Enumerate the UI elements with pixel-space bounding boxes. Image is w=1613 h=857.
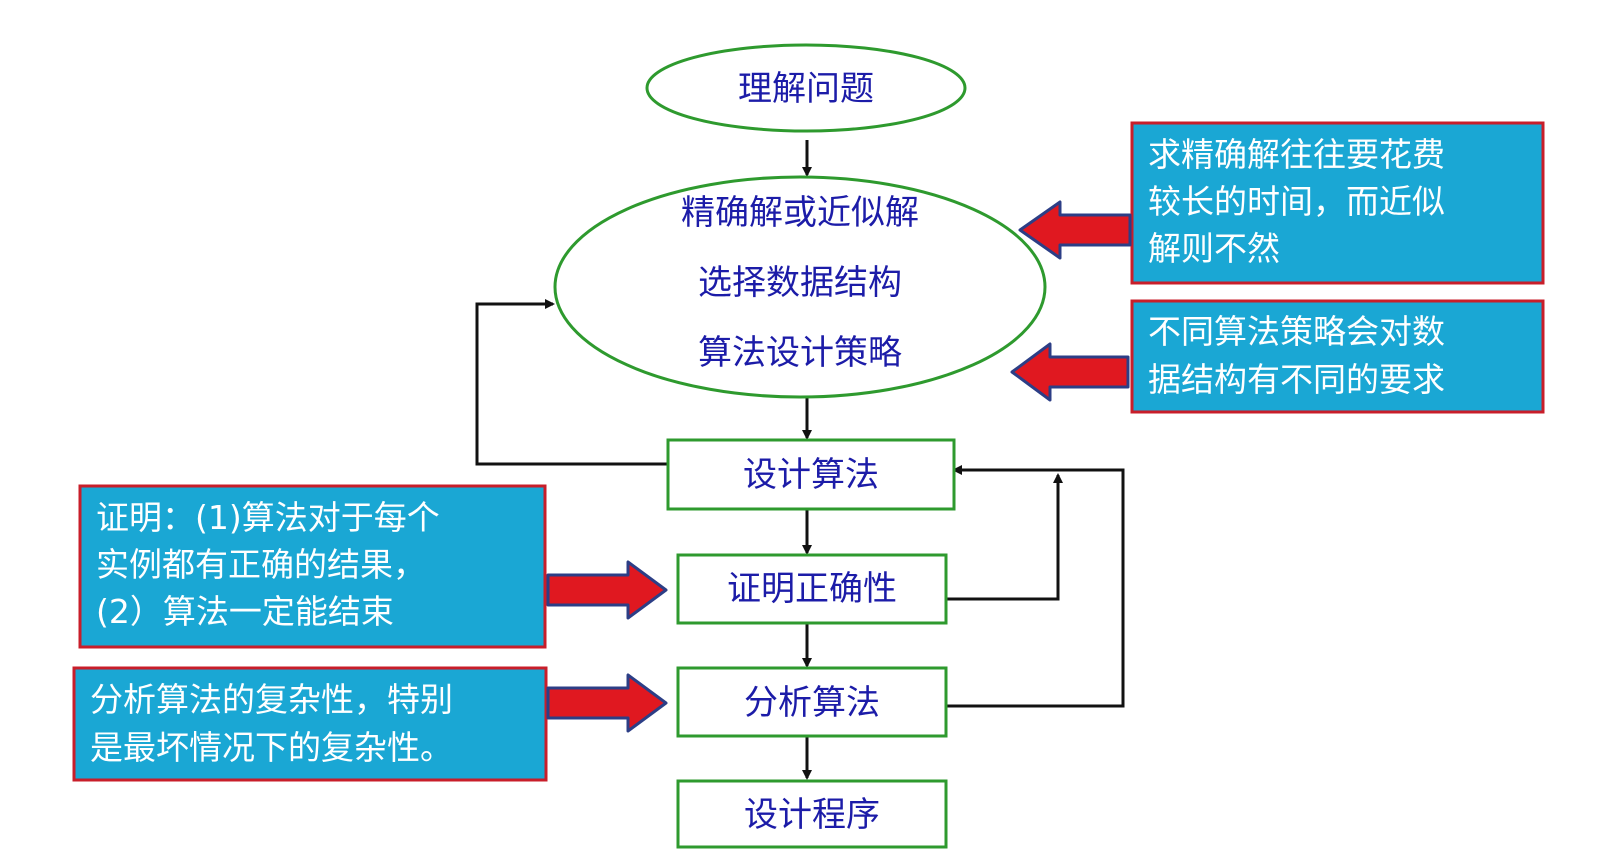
node-understand: 理解问题 [645,43,967,133]
node-design-shape [666,438,956,511]
node-understand-shape [645,43,967,133]
node-analyze: 分析算法 [676,666,948,738]
node-program: 设计程序 [676,779,948,849]
red-arrow-left-icon [1018,200,1132,260]
node-decide: 精确解或近似解 选择数据结构 算法设计策略 [553,175,1047,399]
note-strategy: 不同算法策略会对数 据结构有不同的要求 [1130,299,1545,414]
note-exact-box [1130,121,1545,285]
note-strategy-box [1130,299,1545,414]
connectors [475,140,1125,780]
node-design: 设计算法 [666,438,956,511]
node-decide-shape [553,175,1047,399]
node-understand-label: 理解问题 [738,69,874,109]
note-complexity: 分析算法的复杂性，特别 是最坏情况下的复杂性。 [72,666,548,782]
note-proof-line-1: 证明：(1)算法对于每个 [96,498,440,537]
block-arrows [546,200,1132,733]
node-program-label: 设计程序 [744,795,880,835]
node-prove-shape [676,553,948,625]
note-strategy-line-1: 不同算法策略会对数 [1148,312,1445,351]
note-proof-line-2: 实例都有正确的结果， [96,545,426,584]
note-strategy-line-2: 据结构有不同的要求 [1148,360,1445,399]
note-exact-line-3: 解则不然 [1148,229,1280,268]
note-proof: 证明：(1)算法对于每个 实例都有正确的结果， (2）算法一定能结束 [78,484,547,649]
note-complexity-line-1: 分析算法的复杂性，特别 [90,680,453,719]
node-program-shape [676,779,948,849]
node-decide-exact-label: 精确解或近似解 [681,193,919,233]
feedback-design-to-decide [475,299,668,466]
node-decide-ds-label: 选择数据结构 [698,263,902,303]
note-proof-line-3: (2）算法一定能结束 [96,592,394,631]
note-proof-box [78,484,547,649]
node-design-label: 设计算法 [743,455,879,495]
red-arrow-left-icon [1010,342,1130,402]
red-arrow-right-icon [546,673,668,733]
node-analyze-label: 分析算法 [744,683,880,723]
red-arrow-right-icon [546,560,668,620]
note-complexity-box [72,666,548,782]
note-exact-line-1: 求精确解往往要花费 [1148,135,1445,174]
note-exact: 求精确解往往要花费 较长的时间，而近似 解则不然 [1130,121,1545,285]
note-complexity-line-2: 是最坏情况下的复杂性。 [90,728,453,767]
note-exact-line-2: 较长的时间，而近似 [1148,182,1445,221]
feedback-analyze-to-design [934,465,1125,708]
node-analyze-shape [676,666,948,738]
node-prove: 证明正确性 [676,553,948,625]
node-decide-strategy-label: 算法设计策略 [698,333,902,373]
feedback-prove-to-design [946,473,1063,601]
node-prove-label: 证明正确性 [727,569,897,609]
